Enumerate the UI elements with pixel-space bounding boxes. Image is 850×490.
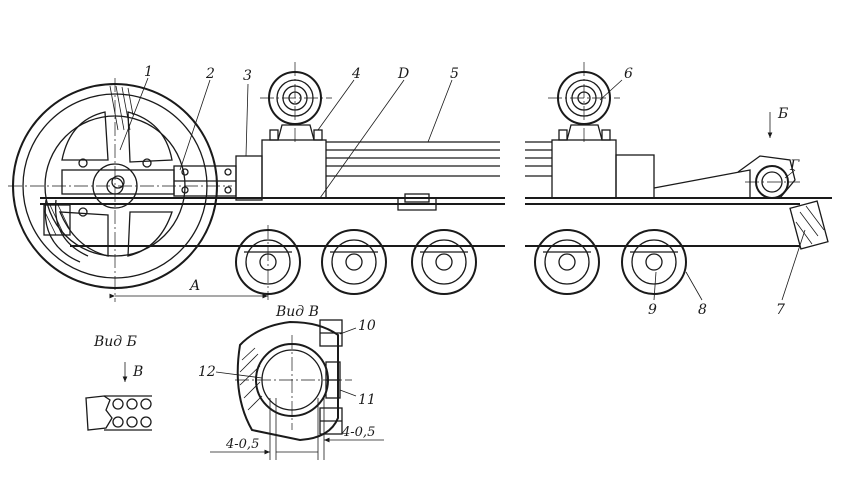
road-wheel: [235, 225, 301, 300]
road-wheel: [321, 229, 387, 295]
frame-right: [525, 62, 832, 250]
label-g: Г: [789, 158, 800, 174]
label-9: 9: [648, 302, 657, 318]
leader-lines: [119, 77, 806, 301]
label-b: Б: [777, 106, 788, 122]
dimension-right: 4-0,5: [341, 425, 375, 440]
label-11: 11: [358, 392, 376, 408]
track-chain: [43, 199, 89, 263]
view-b-detail: [85, 362, 152, 431]
label-a: A: [188, 278, 200, 294]
label-4: 4: [351, 66, 361, 82]
view-v-detail: [210, 319, 384, 460]
label-5: 5: [450, 66, 459, 82]
label-1: 1: [144, 64, 153, 80]
dimension-left: 4-0,5: [225, 437, 259, 452]
frame-left: [260, 62, 500, 199]
road-wheel: [534, 229, 600, 295]
label-2: 2: [205, 66, 215, 82]
label-3: 3: [243, 68, 252, 84]
road-wheels: [235, 225, 687, 300]
tensioner-mechanism: [61, 155, 263, 201]
view-b-title: Вид Б: [93, 334, 137, 350]
road-wheel: [411, 229, 477, 295]
label-12: 12: [198, 364, 216, 380]
label-6: 6: [624, 66, 633, 82]
label-d: D: [397, 66, 409, 82]
label-7: 7: [776, 302, 785, 318]
label-8: 8: [698, 302, 707, 318]
label-10: 10: [358, 318, 376, 334]
road-wheel: [621, 229, 687, 295]
label-v: В: [132, 364, 143, 380]
view-v-title: Вид В: [275, 304, 319, 320]
main-beam: [40, 193, 505, 247]
